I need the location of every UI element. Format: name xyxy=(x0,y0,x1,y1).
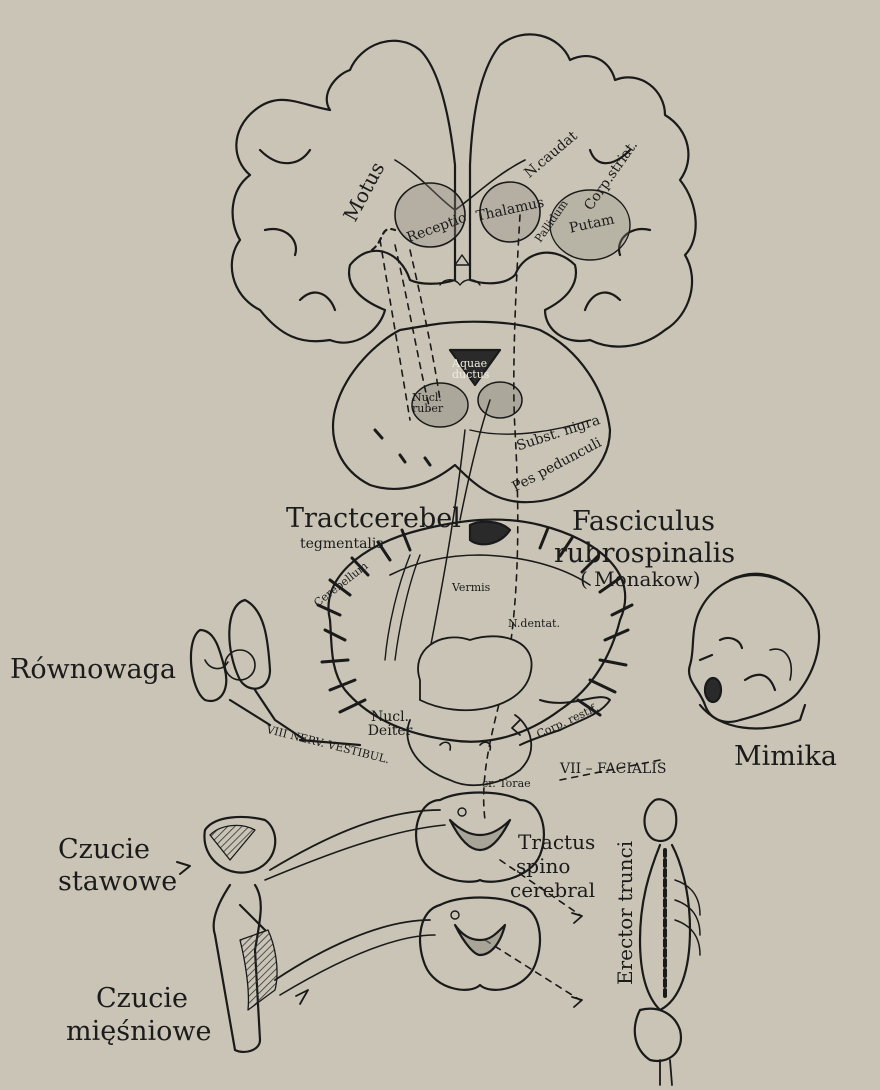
label-tractus-2: spino xyxy=(516,856,570,876)
label-fasciculus: Fasciculus xyxy=(572,508,715,535)
label-n-dentat: N.dentat. xyxy=(508,618,560,629)
label-monakow: ( Monakow) xyxy=(580,569,701,589)
label-rubrospinalis: rubrospinalis xyxy=(554,540,735,567)
label-cr-torae: cr. Torae xyxy=(482,778,531,789)
label-czucie-miesniowe-1: Czucie xyxy=(96,985,188,1012)
label-nucl-ruber: Nucl. ruber xyxy=(412,392,457,414)
label-tegmentalis: tegmentalis xyxy=(300,537,384,551)
spinal-cord-lower xyxy=(420,898,540,990)
midbrain-outline xyxy=(333,322,610,502)
label-tractus-1: Tractus xyxy=(518,832,595,852)
inner-ear xyxy=(191,600,360,745)
label-erector-trunci: Erector trunci xyxy=(615,841,635,985)
label-nucl-deiter: Nucl. Deiter xyxy=(360,710,420,738)
face-drawing xyxy=(689,574,819,729)
label-czucie-stawowe-1: Czucie xyxy=(58,836,150,863)
label-czucie-miesniowe-2: mięśniowe xyxy=(66,1018,211,1045)
label-czucie-stawowe-2: stawowe xyxy=(58,868,177,895)
label-mimika: Mimika xyxy=(734,743,837,770)
label-vii-facialis: VII – FACIALIS xyxy=(560,762,666,776)
label-rownowaga: Równowaga xyxy=(10,656,176,683)
label-aquaeductus: Aquae ductus xyxy=(452,358,512,380)
label-tractus-3: cerebral xyxy=(510,880,595,900)
torso-drawing xyxy=(635,799,700,1085)
shoulder-drawing xyxy=(204,817,277,1052)
brain-section xyxy=(232,34,696,346)
label-vermis: Vermis xyxy=(452,582,490,593)
label-tract-cerebel: Tractcerebel xyxy=(286,505,461,532)
midbrain-section xyxy=(333,322,610,502)
